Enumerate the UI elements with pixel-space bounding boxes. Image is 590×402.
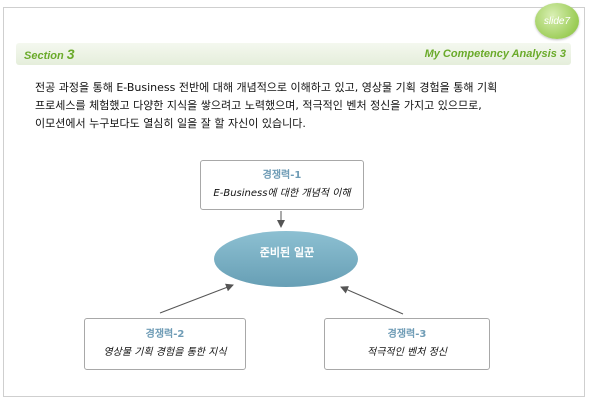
competency-3-box: 경쟁력-3 적극적인 벤처 정신 — [324, 318, 490, 370]
section-prefix: Section — [24, 50, 64, 62]
analysis-title: My Competency Analysis 3 — [424, 48, 566, 60]
competency-2-box: 경쟁력-2 영상물 기획 경험을 통한 지식 — [84, 318, 246, 370]
competency-3-description: 적극적인 벤처 정신 — [367, 347, 447, 358]
intro-line-1: 전공 과정을 통해 E-Business 전반에 대해 개념적으로 이해하고 있… — [35, 81, 498, 94]
competency-1-box: 경쟁력-1 E-Business에 대한 개념적 이해 — [200, 160, 364, 210]
intro-line-3: 이모션에서 누구보다도 열심히 일을 잘 할 자신이 있습니다. — [35, 117, 306, 130]
slide-number-badge: slide7 — [535, 3, 579, 39]
arrow-from-competency-3 — [340, 286, 404, 315]
center-ellipse — [214, 231, 358, 287]
competency-2-title: 경쟁력-2 — [145, 329, 185, 340]
intro-text: 전공 과정을 통해 E-Business 전반에 대해 개념적으로 이해하고 있… — [35, 79, 555, 133]
section-label: Section 3 — [24, 45, 75, 65]
arrow-from-competency-2 — [159, 283, 234, 314]
competency-2-description: 영상물 기획 경험을 통한 지식 — [103, 347, 227, 358]
center-label: 준비된 일꾼 — [259, 246, 315, 259]
intro-line-2: 프로세스를 체험했고 다양한 지식을 쌓으려고 노력했으며, 적극적인 벤처 정… — [35, 99, 482, 112]
competency-1-description: E-Business에 대한 개념적 이해 — [213, 188, 351, 199]
competency-1-title: 경쟁력-1 — [262, 170, 302, 181]
competency-3-title: 경쟁력-3 — [387, 329, 427, 340]
section-number: 3 — [66, 46, 75, 62]
header-bar — [16, 43, 571, 65]
